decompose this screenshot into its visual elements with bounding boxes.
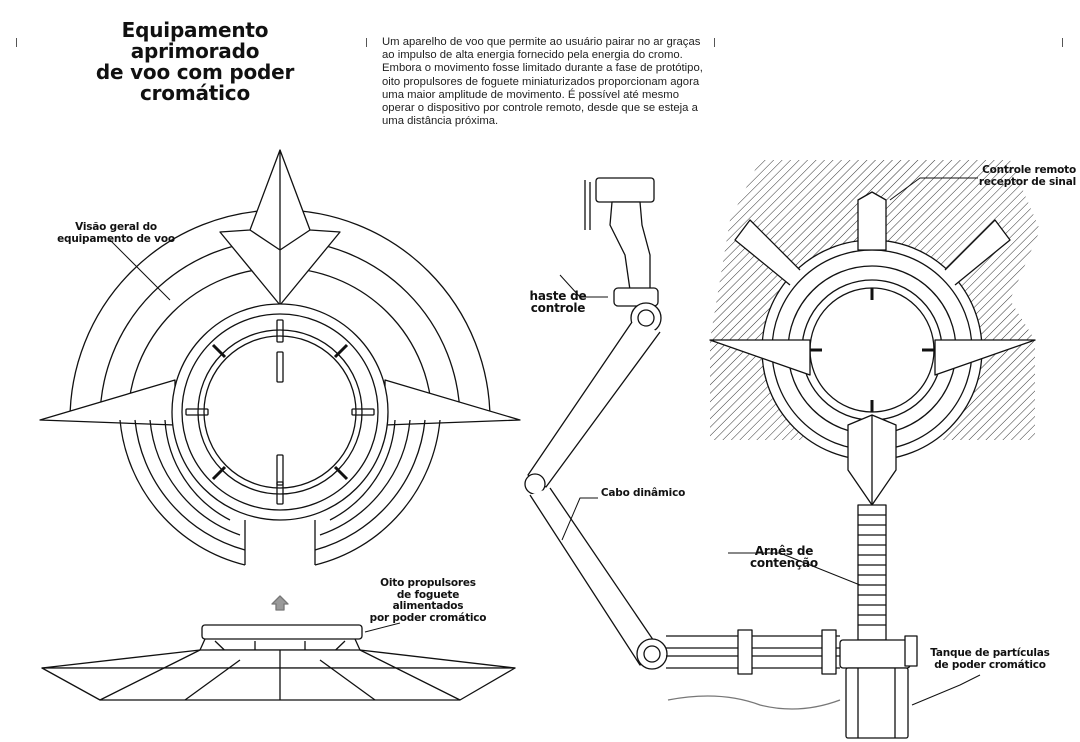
margin-tick xyxy=(714,38,715,47)
particle-tank xyxy=(839,635,918,739)
label-control-rod: haste de controle xyxy=(529,289,587,315)
margin-tick xyxy=(366,38,367,47)
containment-harness xyxy=(857,504,887,641)
leader-lines xyxy=(109,177,981,706)
label-overview: Visão geral do equipamento de voo xyxy=(57,221,175,245)
label-dynamic-cable: Cabo dinâmico xyxy=(600,487,686,499)
title-line-1: Equipamento aprimorado xyxy=(121,18,269,63)
control-rod-assembly xyxy=(584,177,662,334)
title-line-2: de voo com poder cromático xyxy=(95,60,295,105)
margin-tick xyxy=(16,38,17,47)
label-thrusters: Oito propulsores de foguete alimentados … xyxy=(369,577,487,624)
flight-device-side-view xyxy=(41,624,516,701)
flight-device-front-view xyxy=(39,149,521,566)
label-remote-receiver: Controle remoto receptor de sinal xyxy=(978,164,1076,188)
description-text: Um aparelho de voo que permite ao usuári… xyxy=(382,36,703,128)
margin-tick xyxy=(1062,38,1063,47)
label-tank: Tanque de partículas de poder cromático xyxy=(930,647,1050,671)
up-arrow-icon xyxy=(271,595,289,611)
page-title: Equipamento aprimorado de voo com poder … xyxy=(60,20,330,104)
label-harness: Arnês de contenção xyxy=(750,544,818,570)
dynamic-cable xyxy=(524,321,841,710)
flight-device-rear-view xyxy=(709,160,1040,506)
